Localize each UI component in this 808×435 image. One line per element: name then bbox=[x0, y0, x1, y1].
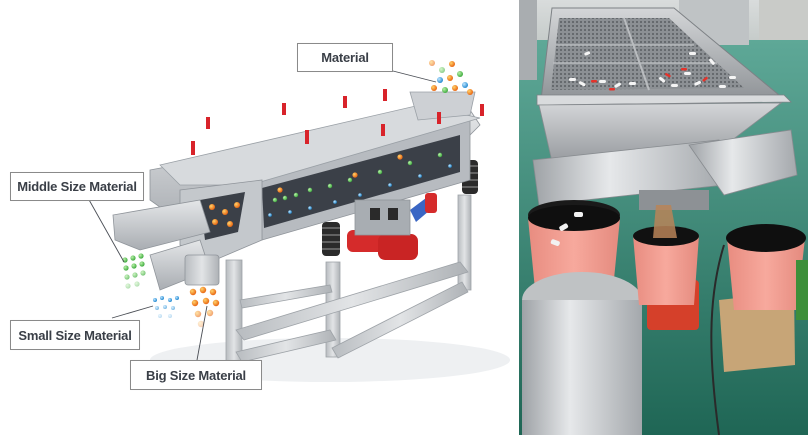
input-particles bbox=[429, 60, 473, 95]
clamp-handles bbox=[191, 89, 484, 155]
stand-frame bbox=[225, 194, 472, 366]
bucket-middle bbox=[633, 205, 699, 330]
middle-output-particles bbox=[122, 253, 146, 289]
sieve-diagram: Material Middle Size Material Small Size… bbox=[10, 43, 510, 390]
label-small-size-material: Small Size Material bbox=[10, 320, 140, 350]
big-output-particles bbox=[189, 286, 220, 328]
label-material: Material bbox=[297, 43, 393, 72]
sieve-tray bbox=[536, 7, 792, 106]
pellets bbox=[569, 51, 736, 88]
vibrating-sieve-illustration bbox=[87, 60, 510, 382]
label-big-size-material: Big Size Material bbox=[130, 360, 262, 390]
small-output-particles bbox=[153, 296, 179, 318]
vibration-motors bbox=[347, 193, 437, 260]
sieve-body bbox=[112, 91, 481, 291]
factory-photo bbox=[519, 0, 808, 435]
sieve-in-factory-photo bbox=[519, 0, 808, 435]
bucket-right bbox=[719, 224, 806, 372]
screen-particles bbox=[209, 152, 452, 227]
leader-lines bbox=[87, 70, 437, 361]
label-middle-size-material: Middle Size Material bbox=[10, 172, 144, 201]
